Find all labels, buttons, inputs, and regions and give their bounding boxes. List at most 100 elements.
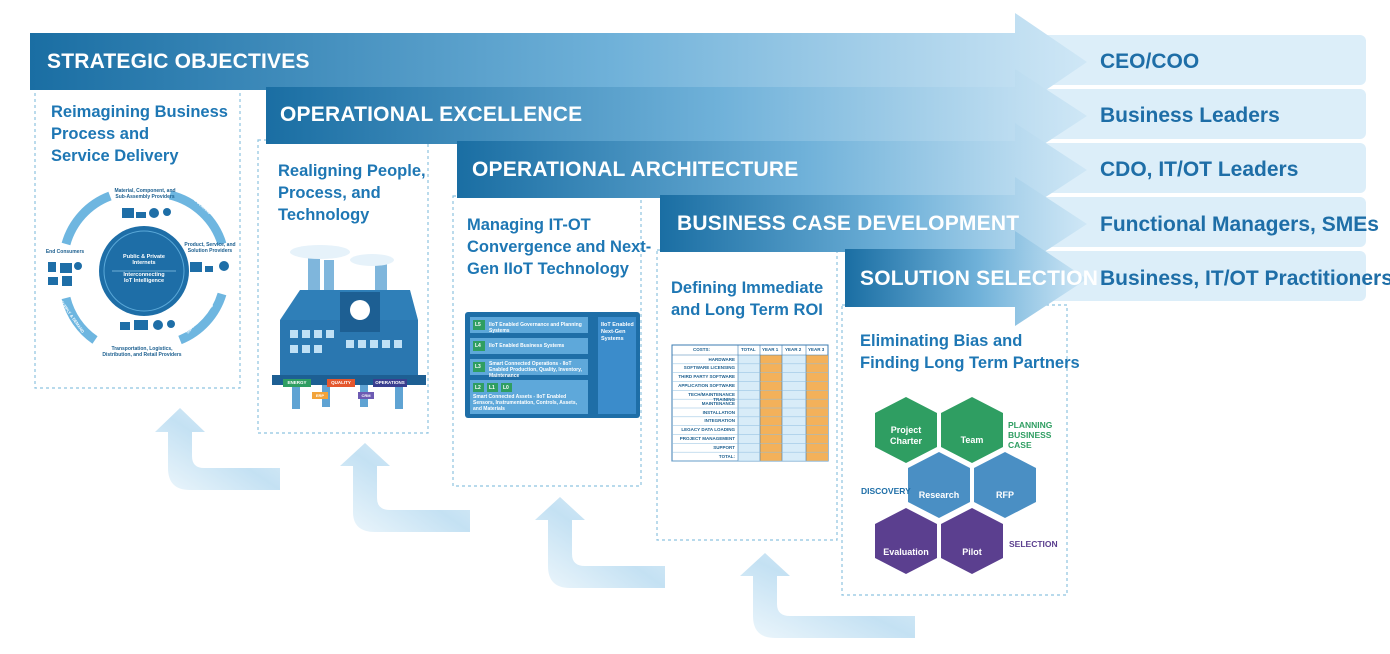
hex-research: Research	[918, 490, 960, 500]
roi-row-label: INTEGRATION	[704, 418, 735, 424]
role-box-4	[1040, 197, 1366, 247]
architecture-illustration	[465, 312, 640, 418]
roi-header-year3: YEAR 3	[808, 347, 825, 352]
desc-architecture: Managing IT-OT Convergence and Next- Gen…	[467, 214, 651, 280]
desc-strategic: Reimagining Business Process and Service…	[51, 101, 228, 167]
roi-row-label: INSTALLATION	[702, 409, 735, 415]
stage-title-solution: SOLUTION SELECTION	[860, 267, 1099, 290]
node-logistics-providers: Transportation, Logistics, Distribution,…	[92, 346, 192, 358]
node-line: Product, Service, and	[184, 242, 236, 248]
factory-label-erp: ERP	[315, 393, 325, 398]
roi-row-label: TOTAL:	[718, 453, 735, 459]
hex-pilot: Pilot	[962, 547, 982, 557]
role-box-2	[1040, 89, 1366, 139]
role-business-leaders: Business Leaders	[1100, 104, 1280, 127]
arrow-solution	[845, 231, 1087, 326]
ecosystem-node-icons	[48, 208, 229, 330]
roi-row-label: PROJECT MANAGEMENT	[679, 436, 735, 441]
desc-operational-excellence: Realigning People, Process, and Technolo…	[278, 160, 426, 226]
role-ceo-coo: CEO/COO	[1100, 50, 1200, 73]
desc-line: Defining Immediate	[671, 279, 824, 297]
arch-level-l2: L2	[475, 385, 481, 391]
roi-row-label: THIRD PARTY SOFTWARE	[678, 374, 735, 380]
desc-line: Gen IIoT Technology	[467, 260, 629, 278]
factory-illustration	[272, 245, 426, 409]
role-boxes	[1040, 35, 1366, 301]
arch-level-l1: L1	[489, 385, 495, 391]
desc-line: and Long Term ROI	[671, 301, 823, 319]
ecosystem-center-label: Public & Private Internets Interconnecti…	[114, 254, 174, 284]
center-line: IoT Intelligence	[123, 278, 165, 284]
arrow-strategic	[30, 13, 1087, 111]
feedback-arrow-3	[535, 497, 665, 588]
role-functional-managers: Functional Managers, SMEs	[1100, 213, 1379, 236]
panel-solution	[841, 304, 1068, 596]
feedback-arrow-4	[740, 553, 915, 638]
roi-row-label: HARDWARE	[708, 356, 736, 362]
role-box-5	[1040, 251, 1366, 301]
roi-row-label: MAINTENANCE	[701, 400, 735, 406]
roi-table	[671, 344, 829, 462]
center-line: Public & Private	[123, 254, 165, 260]
stage-title-architecture: OPERATIONAL ARCHITECTURE	[472, 158, 799, 181]
role-cdo-itot: CDO, IT/OT Leaders	[1100, 158, 1299, 181]
feedback-arrow-2	[340, 443, 470, 532]
group-selection: SELECTION	[1009, 539, 1058, 549]
factory-label-quality: QUALITY	[331, 380, 351, 385]
desc-line: Managing IT-OT	[467, 216, 591, 234]
arch-level-l0: L0	[503, 385, 509, 391]
roi-row-label: APPLICATION SOFTWARE	[678, 383, 735, 388]
arch-side-systems: IIoT Enabled Next-Gen Systems	[601, 322, 634, 342]
desc-line: Eliminating Bias and	[860, 332, 1023, 350]
feedback-arrow-1	[155, 408, 280, 490]
node-line: Distribution, and Retail Providers	[102, 352, 182, 358]
node-line: Material, Component, and	[114, 188, 176, 194]
panel-architecture	[452, 195, 642, 487]
arrow-business-case	[660, 177, 1087, 271]
arch-layer-l4: IIoT Enabled Business Systems	[489, 343, 565, 349]
roi-header-year2: YEAR 2	[785, 347, 802, 352]
node-product-providers: Product, Service, and Solution Providers	[180, 242, 240, 254]
desc-solution: Eliminating Bias and Finding Long Term P…	[860, 330, 1080, 374]
roi-header-total: TOTAL	[741, 347, 756, 352]
desc-line: Finding Long Term Partners	[860, 354, 1080, 372]
ecosystem-illustration	[48, 190, 229, 345]
desc-business-case: Defining Immediate and Long Term ROI	[671, 277, 823, 321]
hex-cluster	[875, 397, 1036, 574]
node-end-consumers: End Consumers	[45, 249, 85, 255]
hex-team: Team	[960, 435, 984, 445]
factory-label-energy: ENERGY	[287, 380, 307, 385]
ecosystem-cycle-arrows	[61, 190, 227, 345]
role-box-3	[1040, 143, 1366, 193]
hex-rfp: RFP	[996, 490, 1014, 500]
feedback-arrows	[155, 408, 915, 638]
node-material-providers: Material, Component, and Sub-Assembly Pr…	[100, 188, 190, 200]
arch-layer-l2-l0: Smart Connected Assets - IIoT Enabled Se…	[473, 394, 578, 412]
center-line: Interconnecting	[123, 272, 165, 278]
arrow-architecture	[457, 123, 1087, 217]
node-line: Transportation, Logistics,	[111, 346, 173, 352]
factory-label-operations: OPERATIONS	[375, 380, 405, 385]
desc-line: Process and	[51, 125, 150, 143]
role-practitioners: Business, IT/OT Practitioners	[1100, 267, 1390, 290]
roi-row-label: SOFTWARE LICENSING	[683, 365, 735, 371]
arch-level-l5: L5	[475, 322, 481, 328]
group-planning: PLANNING BUSINESS CASE	[1008, 420, 1053, 450]
arrow-operational-excellence	[266, 69, 1087, 163]
arch-layer-l5: IIoT Enabled Governance and Planning Sys…	[489, 322, 582, 334]
roi-header-year1: YEAR 1	[762, 347, 779, 352]
roi-row-label: LEGACY DATA LOADING	[681, 427, 735, 433]
arch-level-l4: L4	[475, 343, 481, 349]
hex-project-charter: Project Charter	[889, 425, 922, 446]
role-box-1	[1040, 35, 1366, 85]
roi-row-label: TECH/MAINTENANCE TRAINING	[688, 391, 735, 402]
group-discovery: DISCOVERY	[861, 486, 911, 496]
desc-line: Service Delivery	[51, 147, 179, 165]
arch-level-l3: L3	[475, 364, 481, 370]
desc-line: Process, and	[278, 184, 381, 202]
roi-header-costs: COSTS:	[693, 347, 711, 352]
center-line: Internets	[132, 260, 156, 266]
roi-row-label: SUPPORT	[713, 444, 735, 450]
desc-line: Technology	[278, 206, 370, 224]
